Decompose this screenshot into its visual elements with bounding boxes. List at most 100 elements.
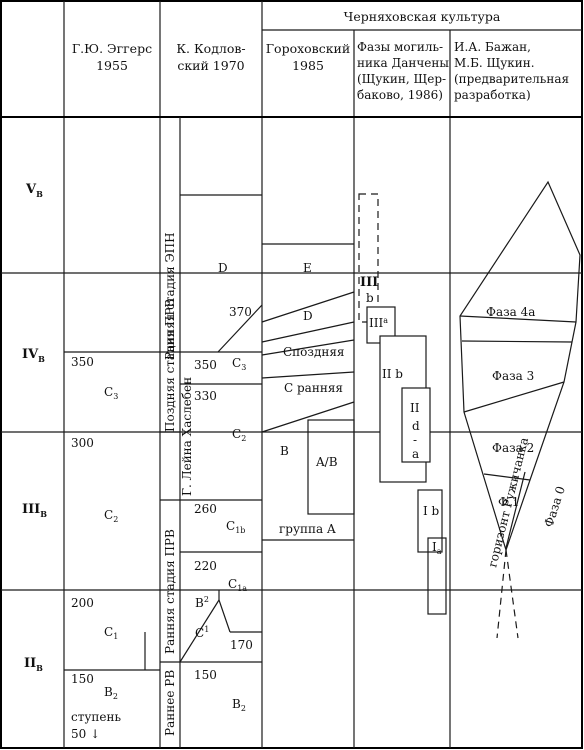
danceny-b: b [366,291,374,305]
bazhan-header-line-3: (предварительная [454,72,569,86]
godlowski-year-350: 350 [194,358,217,372]
bazhan-phase-0: Фаза 0 [542,484,568,529]
godlowski-header-line-2: ский 1970 [177,58,244,73]
godlowski-year-330: 330 [194,389,217,403]
godlowski-c2: C2 [232,427,246,443]
danceny-dash: - [413,433,417,447]
godlowski-header-line-1: К. Кодлов- [176,41,245,56]
danceny-column: III b IIIa II b II d - a I b Ia [358,193,447,615]
bazhan-line-3-top [461,340,573,343]
godlowski-year-220: 220 [194,559,217,573]
gorokhovsky-header-line-2: 1985 [292,58,324,73]
eggers-fifty: 50 ↓ [71,727,100,741]
godlowski-slant-c1 [218,599,231,633]
bazhan-line-1-top [483,473,531,481]
gorokhovsky-column: E D Споздняя С ранняя B A/B группа A [261,243,355,541]
godlowski-band-late-prv: Поздняя стадия ПРВ [163,299,177,432]
godlowski-year-170: 170 [230,638,253,652]
eggers-b2: B2 [104,685,118,701]
godlowski-column: Ранняя стадия ЭПН Поздняя стадия ПРВ Ран… [160,117,263,748]
godlowski-band-lein: Г. Лейна Хаслебен [180,377,194,496]
eggers-stupen: ступень [71,710,122,724]
gorokhovsky-group-a: группа A [279,522,336,536]
bazhan-line-2-top [463,381,565,413]
danceny-header-line-4: баково, 1986) [357,88,443,102]
godlowski-c1a: C1a [228,577,247,593]
danceny-d: d [412,419,420,433]
danceny-header-line-3: (Щукин, Щер- [357,72,446,86]
eggers-column: 350 C3 300 C2 200 C1 150 B2 ступень 50 ↓ [64,351,160,741]
eggers-year-350: 350 [71,355,94,369]
godlowski-b2: B2 [232,697,246,713]
godlowski-band-early-prv: Ранняя стадия ПРВ [163,529,177,654]
danceny-header-line-1: Фазы могиль- [357,40,443,54]
bazhan-dash-right [505,549,519,639]
gorokhovsky-slant-b [261,401,355,433]
gorokhovsky-slant-dc [261,321,355,343]
gorokhovsky-line-ce [261,371,355,379]
gorokhovsky-c-late: Споздняя [283,345,344,359]
gorokhovsky-header-line-1: Гороховский [266,41,350,56]
godlowski-c3: C3 [232,356,246,372]
eggers-c3: C3 [104,385,118,401]
danceny-ib: I b [423,504,440,518]
danceny-iii: III [360,275,378,290]
godlowski-year-150: 150 [194,668,217,682]
godlowski-year-260: 260 [194,502,217,516]
eggers-year-300: 300 [71,436,94,450]
culture-title: Черняховская культура [344,9,501,24]
godlowski-c1b: C1b [226,519,245,535]
bazhan-header-line-4: разработка) [454,88,531,102]
bazhan-horizon-line [505,471,526,549]
godlowski-c1-sup: C1 [195,625,209,640]
godlowski-slant-b2 [179,599,220,663]
bazhan-line-4a [459,315,577,323]
gorokhovsky-d: D [303,309,313,323]
eggers-c1: C1 [104,625,118,641]
stage-v-label: VB [25,182,43,199]
godlowski-band-late-epn: Ранняя стадия ЭПН [163,232,177,360]
bazhan-phase-4a: Фаза 4а [486,305,535,319]
bazhan-horizon-label: горизонт Ружичанка [485,436,531,569]
gorokhovsky-slant-cl [261,339,355,356]
danceny-iida-box [401,387,431,463]
danceny-ii: II [410,401,420,415]
stage-iv-label: IVB [22,347,45,364]
gorokhovsky-ab-box [307,419,355,515]
godlowski-year-370: 370 [229,305,252,319]
eggers-year-200: 200 [71,596,94,610]
godlowski-slant-370 [217,304,263,353]
gorokhovsky-c-early: С ранняя [284,381,343,395]
godlowski-b2-sup: B2 [195,595,209,610]
gorokhovsky-slant-ed [261,291,355,323]
stage-labels: VB IVB IIIB IIB [22,182,47,673]
bazhan-header-line-1: И.А. Бажан, [454,40,531,54]
gorokhovsky-e: E [303,261,312,275]
eggers-c2: C2 [104,508,118,524]
table-header: Черняховская культура Г.Ю. Эггерс 1955 К… [72,9,569,102]
godlowski-d: D [218,261,228,275]
godlowski-band-early-rv: Раннее РВ [163,670,177,736]
danceny-iib: II b [382,367,403,381]
bazhan-phase-2: Фаза 2 [492,441,534,455]
gorokhovsky-ab: A/B [315,455,338,469]
bazhan-phase-3: Фаза 3 [492,369,534,383]
eggers-header-line-2: 1955 [96,58,128,73]
bazhan-dash-left [496,549,507,639]
eggers-year-150: 150 [71,672,94,686]
danceny-iiia: IIIa [369,316,388,330]
danceny-ib-box [417,489,443,553]
bazhan-column: Фаза 4а Фаза 3 Фаза 2 Ф.1 Фаза 0 горизон… [459,180,581,639]
bazhan-phase-1: Ф.1 [498,495,519,509]
stage-iii-label: IIIB [22,502,47,519]
danceny-ia-box [427,537,447,615]
bazhan-header-line-2: М.Б. Щукин. [454,56,535,70]
gorokhovsky-b: B [280,444,289,458]
danceny-header-line-2: ника Данчены [357,56,449,70]
danceny-a: a [412,447,419,461]
danceny-ia: Ia [432,540,442,556]
eggers-header-line-1: Г.Ю. Эггерс [72,41,152,56]
